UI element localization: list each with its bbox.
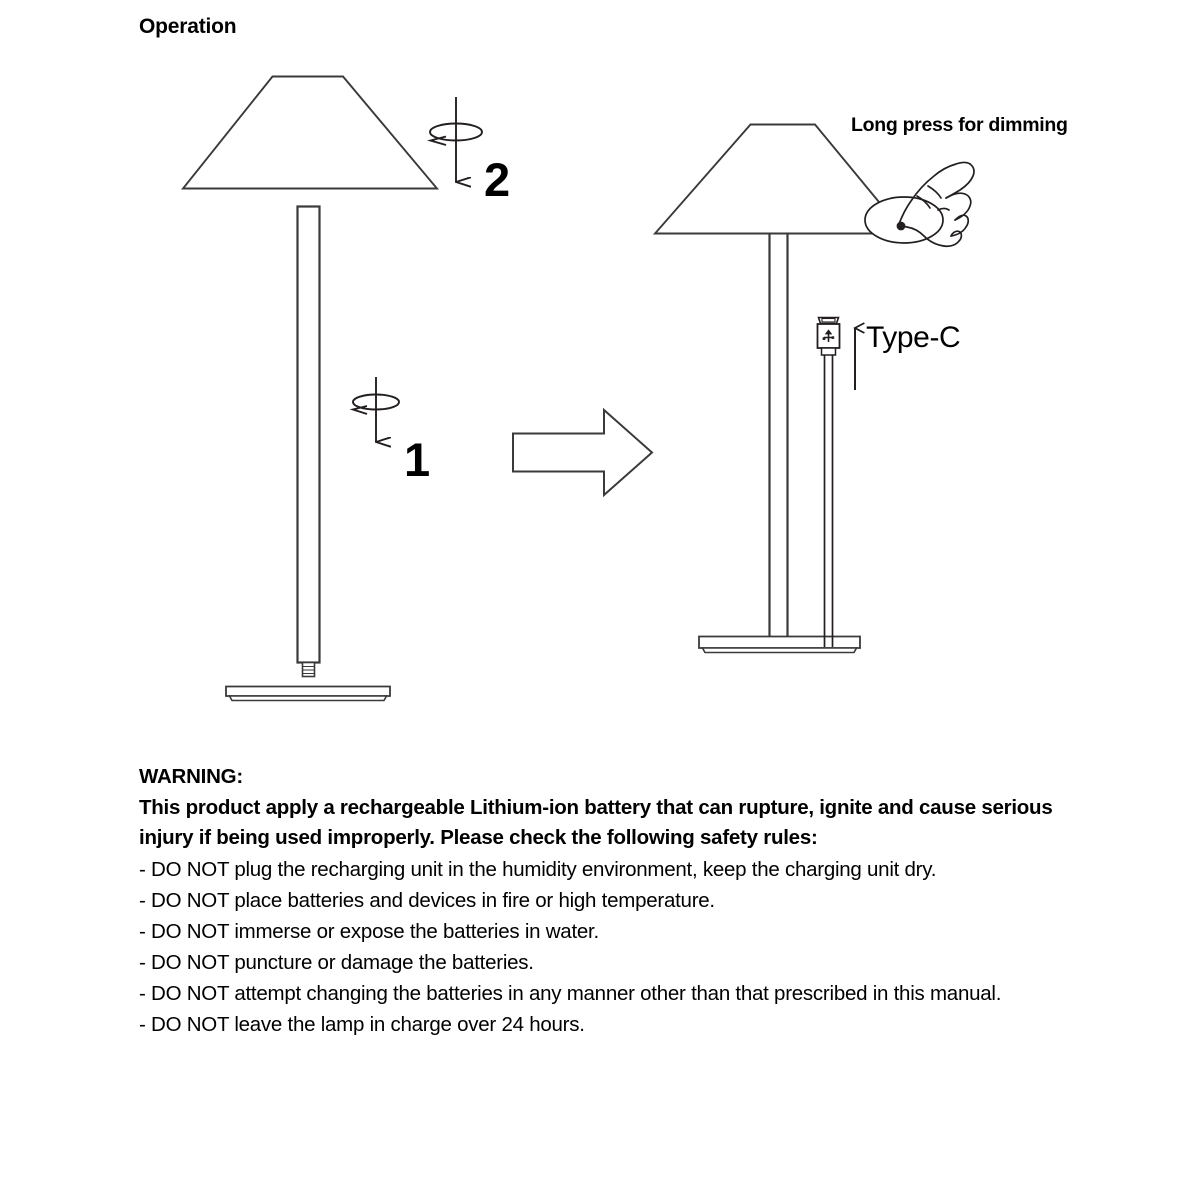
long-press-dimming-label: Long press for dimming: [851, 114, 1068, 136]
warning-rule: - DO NOT puncture or damage the batterie…: [139, 950, 534, 974]
type-c-label: Type-C: [866, 321, 961, 354]
lamp-base-left: [225, 685, 391, 702]
page-title: Operation: [139, 15, 237, 38]
step-1-label: 1: [404, 433, 430, 486]
operation-diagram: 2 1 Long press for dimming Type-C: [0, 50, 1200, 750]
warning-rule: - DO NOT plug the recharging unit in the…: [139, 857, 937, 881]
lamp-pole-left: [296, 205, 321, 664]
step-2-label: 2: [484, 153, 510, 206]
rotate-symbol-step1: [349, 377, 400, 442]
warning-rule: - DO NOT attempt changing the batteries …: [139, 981, 1002, 1005]
lamp-shade-left: [181, 75, 440, 190]
right-lamp-group: [652, 123, 975, 654]
touch-switch-illustration: [864, 161, 975, 248]
hand-icon: [898, 161, 975, 248]
rotate-symbol-step2: [426, 97, 483, 182]
left-lamp-group: [181, 75, 483, 702]
warning-section: WARNING: This product apply a rechargeab…: [139, 762, 1069, 1040]
assembly-arrow-icon: [512, 407, 654, 498]
warning-rule: - DO NOT place batteries and devices in …: [139, 888, 715, 912]
lamp-base-right: [698, 635, 861, 654]
warning-intro: This product apply a rechargeable Lithiu…: [139, 795, 1053, 850]
warning-rule: - DO NOT immerse or expose the batteries…: [139, 919, 599, 943]
warning-rules-list: - DO NOT plug the recharging unit in the…: [139, 854, 1069, 1040]
typec-connector-icon: [816, 316, 841, 647]
warning-rule: - DO NOT leave the lamp in charge over 2…: [139, 1012, 585, 1036]
lamp-assembly-illustration: [181, 75, 975, 702]
touch-switch-plate: [864, 196, 944, 244]
warning-heading: WARNING:: [139, 765, 243, 788]
